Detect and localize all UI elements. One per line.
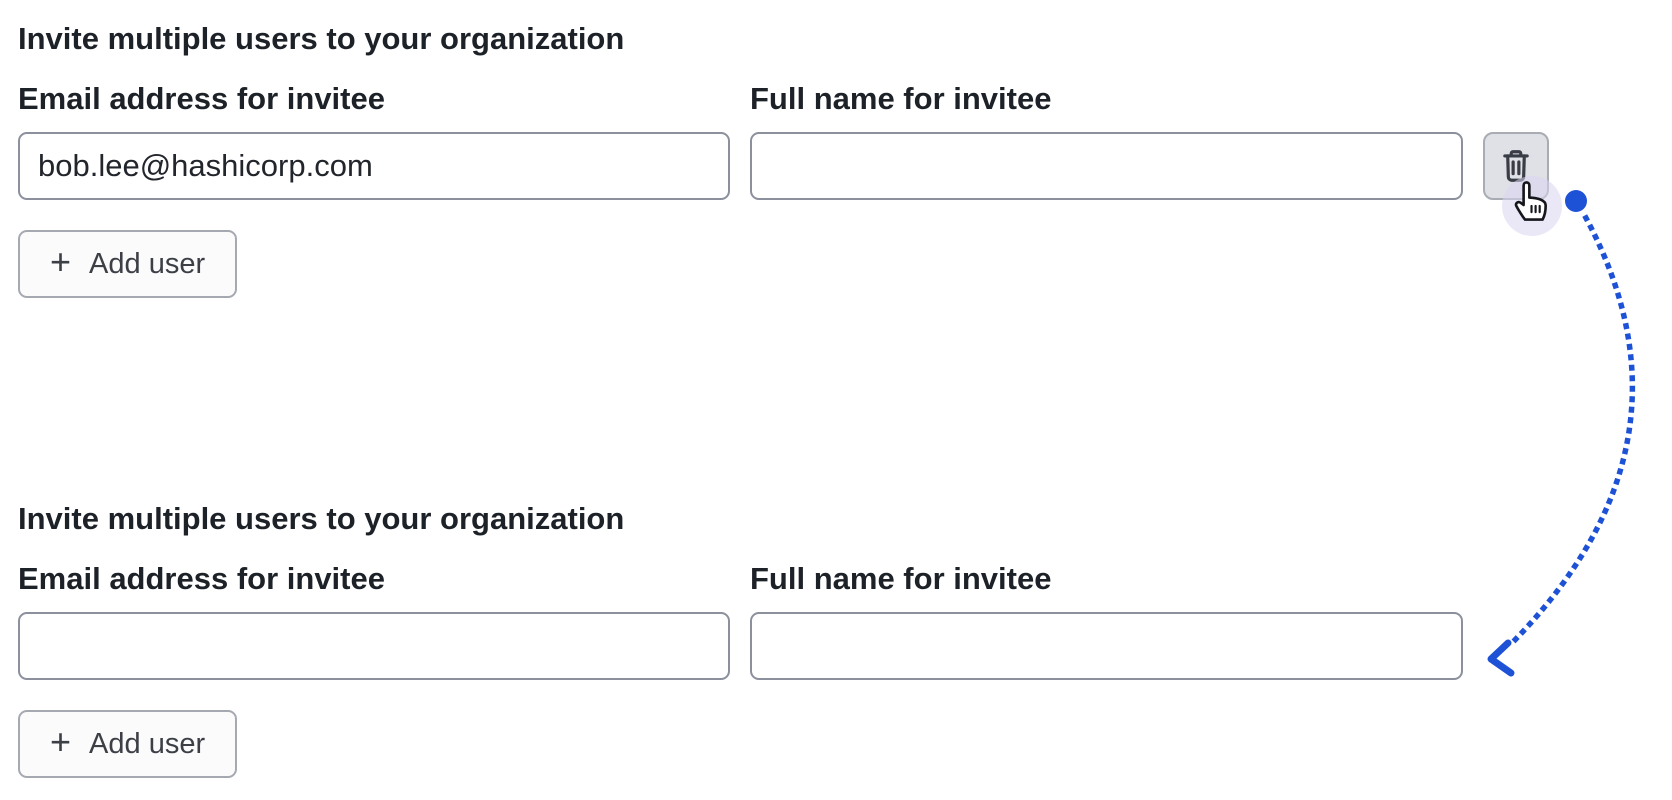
section-heading: Invite multiple users to your organizati…: [18, 21, 625, 56]
delete-row-button[interactable]: [1483, 132, 1549, 200]
email-field-group: Email address for invitee: [18, 562, 730, 680]
fullname-label: Full name for invitee: [750, 561, 1052, 596]
fields-row: Email address for invitee Full name for …: [18, 562, 1672, 680]
plus-icon: +: [50, 241, 72, 282]
fullname-field-group: Full name for invitee: [750, 562, 1463, 680]
trash-icon: [1503, 150, 1529, 182]
invite-section-after: Invite multiple users to your organizati…: [0, 480, 1672, 778]
add-user-label: Add user: [89, 247, 206, 280]
fullname-field-group: Full name for invitee: [750, 82, 1463, 200]
add-user-label: Add user: [89, 727, 206, 760]
email-input[interactable]: [18, 612, 730, 680]
fields-row: Email address for invitee Full name for …: [18, 82, 1672, 200]
plus-icon: +: [50, 721, 72, 762]
fullname-label: Full name for invitee: [750, 81, 1052, 116]
fullname-input[interactable]: [750, 132, 1463, 200]
email-field-group: Email address for invitee: [18, 82, 730, 200]
section-heading: Invite multiple users to your organizati…: [18, 501, 625, 536]
email-label: Email address for invitee: [18, 81, 385, 116]
add-user-button[interactable]: + Add user: [18, 710, 238, 778]
add-user-button[interactable]: + Add user: [18, 230, 238, 298]
fullname-input[interactable]: [750, 612, 1463, 680]
email-label: Email address for invitee: [18, 561, 385, 596]
invite-section-before: Invite multiple users to your organizati…: [0, 0, 1672, 298]
email-input[interactable]: [18, 132, 730, 200]
